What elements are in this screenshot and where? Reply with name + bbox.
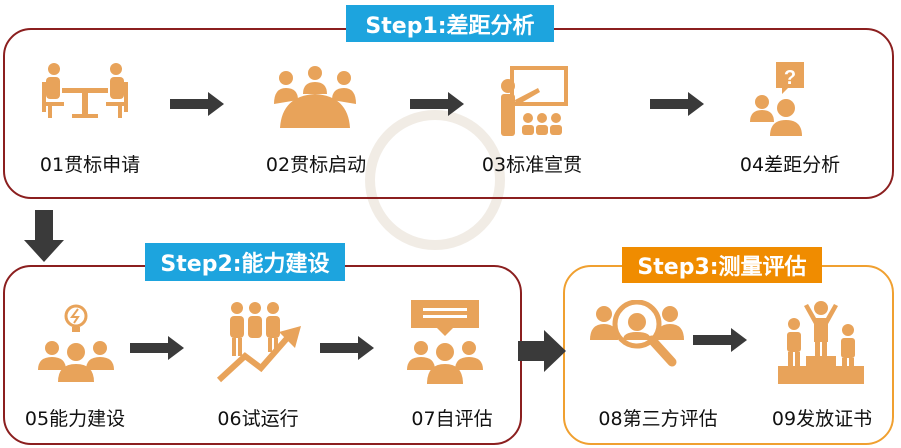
item-label: 05能力建设 <box>24 408 126 430</box>
item-label: 09发放证书 <box>771 408 873 430</box>
arrow-right-icon <box>650 92 704 116</box>
arrow-down-icon <box>24 210 64 262</box>
arrow-right-icon <box>320 336 374 360</box>
arrow-right-icon <box>130 336 184 360</box>
chat-team-icon <box>407 300 483 384</box>
podium-icon <box>778 301 864 384</box>
presentation-icon <box>501 66 568 136</box>
item-label: 01贯标申请 <box>39 154 141 176</box>
question-people-icon: ? <box>750 62 804 136</box>
arrow-right-big-icon <box>518 330 566 372</box>
growth-team-icon <box>216 302 301 383</box>
watermark-seal <box>365 110 505 250</box>
svg-text:?: ? <box>784 67 796 89</box>
step1-title: Step1:差距分析 <box>346 5 554 42</box>
meeting-table-icon <box>42 63 128 118</box>
step3-title: Step3:测量评估 <box>622 247 822 283</box>
conference-icon <box>274 66 356 128</box>
item-label: 07自评估 <box>411 408 493 430</box>
item-label: 02贯标启动 <box>265 154 367 176</box>
item-label: 03标准宣贯 <box>481 154 583 176</box>
item-label: 06试运行 <box>217 408 299 430</box>
item-label: 08第三方评估 <box>598 408 718 430</box>
arrow-right-icon <box>170 92 224 116</box>
arrow-right-icon <box>410 92 464 116</box>
idea-team-icon <box>38 304 114 382</box>
arrow-right-icon <box>693 328 747 352</box>
item-label: 04差距分析 <box>739 154 841 176</box>
search-people-icon <box>590 300 684 367</box>
step2-title: Step2:能力建设 <box>145 243 345 281</box>
